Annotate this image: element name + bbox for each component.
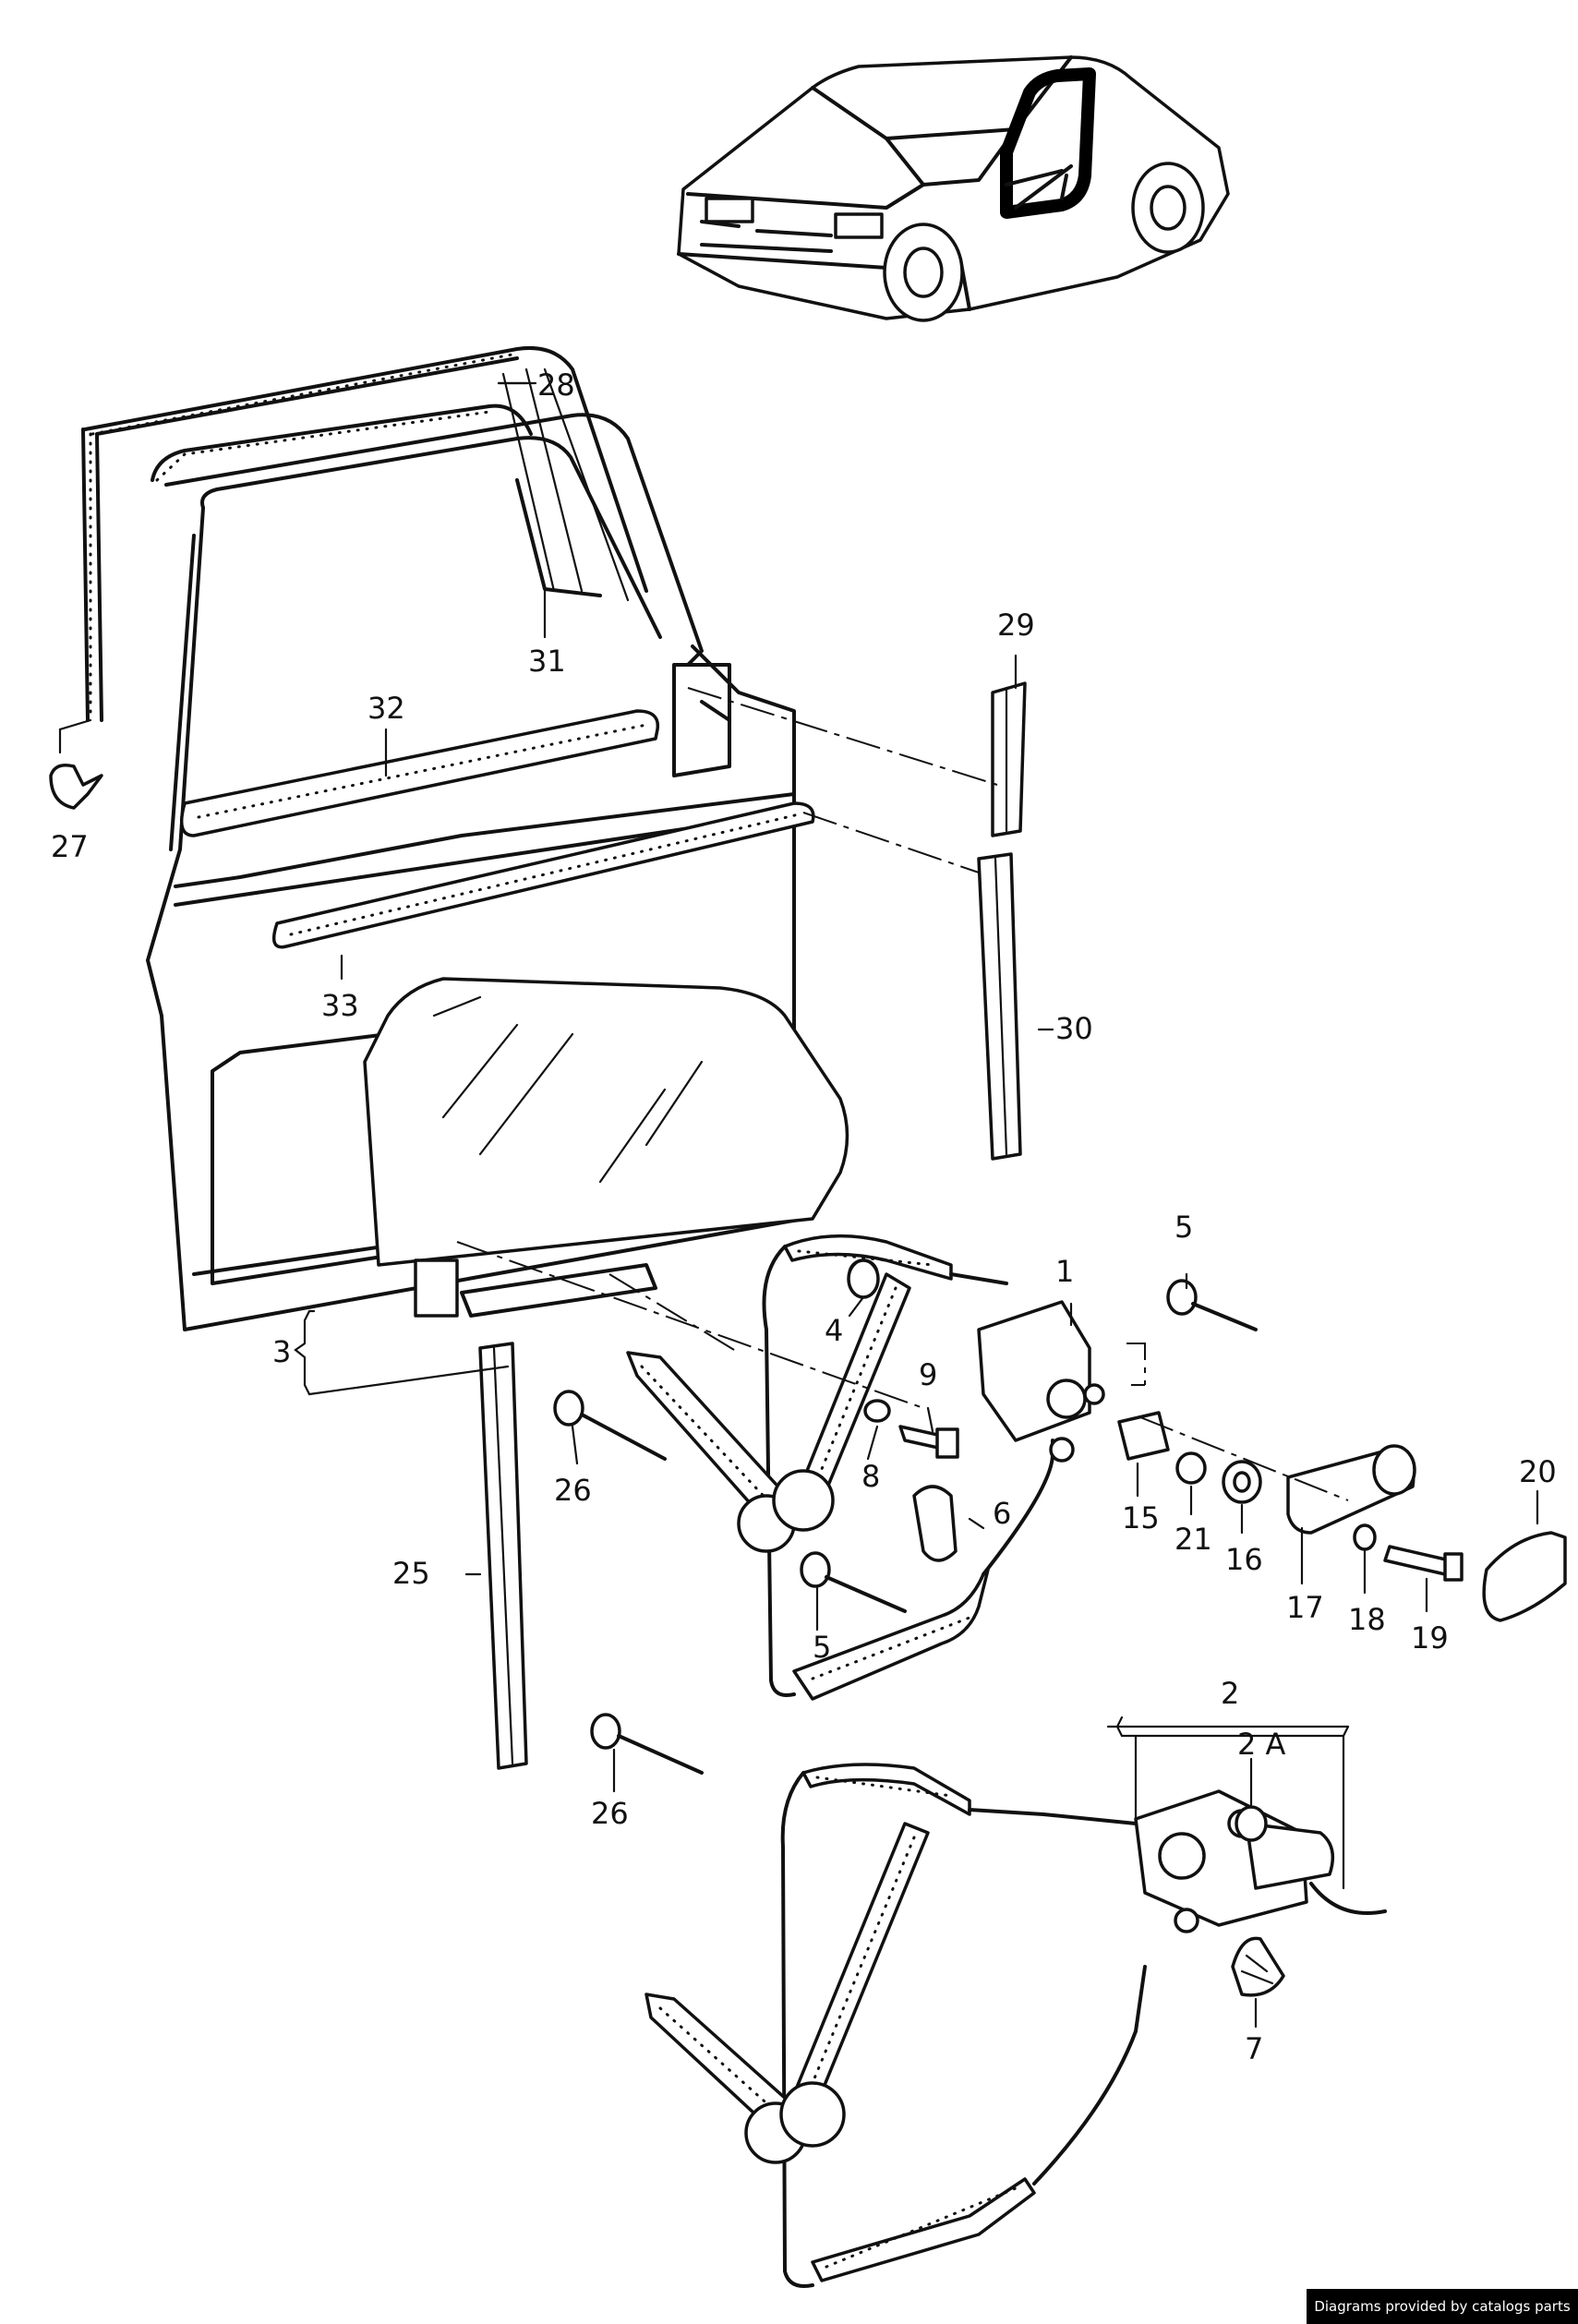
label-28: 28 xyxy=(537,367,575,403)
label-3: 3 xyxy=(272,1334,291,1369)
guide-rail-25 xyxy=(478,1342,528,1770)
label-26-upper: 26 xyxy=(554,1473,592,1508)
label-25: 25 xyxy=(392,1556,430,1591)
label-4: 4 xyxy=(825,1313,843,1348)
clip-27 xyxy=(49,764,103,810)
label-29: 29 xyxy=(997,608,1035,643)
part-16 xyxy=(1222,1460,1262,1504)
crank-handle-17 xyxy=(1286,1444,1416,1535)
clip-6 xyxy=(912,1485,958,1562)
motor-2a xyxy=(1235,1805,1268,1842)
run-channel-30 xyxy=(977,852,1022,1161)
grommet-7 xyxy=(1231,1936,1285,1997)
label-15: 15 xyxy=(1122,1500,1160,1535)
label-33: 33 xyxy=(321,988,359,1023)
manual-window-regulator xyxy=(626,1234,1105,1701)
screw-19 xyxy=(1383,1545,1464,1582)
label-18: 18 xyxy=(1348,1602,1386,1637)
label-19: 19 xyxy=(1411,1620,1449,1656)
part-15 xyxy=(1117,1411,1170,1461)
fastener-5-upper xyxy=(1166,1279,1258,1331)
label-17: 17 xyxy=(1286,1590,1324,1625)
label-2: 2 xyxy=(1221,1676,1239,1711)
fastener-5-lower xyxy=(800,1551,907,1613)
credit-banner: Diagrams provided by catalogs parts xyxy=(1307,2289,1578,2324)
label-20: 20 xyxy=(1519,1454,1557,1489)
label-21: 21 xyxy=(1174,1522,1212,1557)
label-26-lower: 26 xyxy=(591,1796,629,1831)
bolt-9 xyxy=(898,1425,959,1459)
label-7: 7 xyxy=(1245,2031,1263,2066)
part-21 xyxy=(1175,1451,1207,1485)
label-5-lower: 5 xyxy=(813,1630,831,1665)
label-2a: 2 A xyxy=(1237,1727,1286,1762)
window-seal-32 xyxy=(179,709,660,837)
washer-8 xyxy=(863,1399,891,1423)
washer-18 xyxy=(1353,1523,1377,1551)
fastener-26-upper xyxy=(553,1390,667,1461)
label-5-upper: 5 xyxy=(1174,1210,1193,1245)
label-32: 32 xyxy=(367,691,405,726)
label-8: 8 xyxy=(861,1459,880,1494)
label-1: 1 xyxy=(1055,1254,1074,1289)
label-6: 6 xyxy=(993,1496,1011,1531)
label-16: 16 xyxy=(1225,1542,1263,1577)
label-27: 27 xyxy=(51,829,89,864)
fastener-4 xyxy=(847,1258,880,1299)
window-glass xyxy=(363,977,849,1318)
label-30: 30 xyxy=(1055,1011,1093,1046)
car-illustration xyxy=(677,55,1230,322)
label-9: 9 xyxy=(919,1357,937,1392)
fastener-26-lower xyxy=(590,1713,704,1775)
label-31: 31 xyxy=(528,644,566,679)
window-seal-33 xyxy=(271,801,815,949)
electric-window-regulator xyxy=(644,1763,1387,2288)
cover-20 xyxy=(1482,1531,1567,1622)
callout-labels: 28 31 32 27 33 29 30 5 1 3 4 9 8 6 26 25… xyxy=(51,367,1557,2066)
run-channel-29 xyxy=(991,681,1027,837)
